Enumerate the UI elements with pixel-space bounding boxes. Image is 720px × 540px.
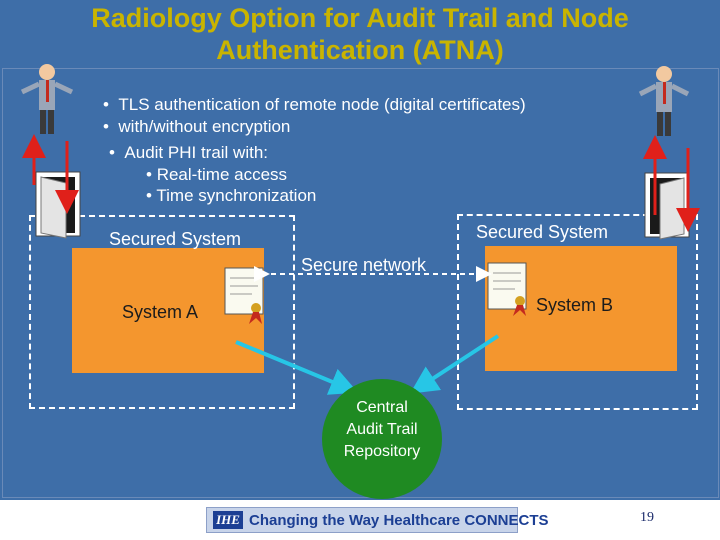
page-number: 19 — [640, 510, 654, 525]
left-certificate-icon — [224, 267, 264, 324]
bullet-2-text: with/without encryption — [118, 117, 291, 136]
bullet-1: • TLS authentication of remote node (dig… — [103, 95, 526, 114]
system-a-audit-connector — [235, 340, 359, 395]
title-line-1: Radiology Option for Audit Trail and Nod… — [91, 3, 629, 33]
left-secured-label: Secured System — [109, 229, 242, 249]
bullet-1-text: TLS authentication of remote node (digit… — [118, 95, 526, 114]
audit-repository-node — [322, 379, 442, 499]
system-a-label: System A — [122, 302, 199, 322]
left-secured-boundary — [29, 215, 295, 409]
right-secured-label: Secured System — [476, 222, 609, 242]
system-b-audit-connector — [409, 334, 500, 394]
bullet-3: • Audit PHI trail with: — [109, 143, 269, 162]
repo-line-3: Repository — [343, 443, 421, 460]
right-certificate-icon — [487, 262, 527, 316]
title-line-2: Authentication (ATNA) — [216, 35, 504, 65]
bullet-2: • with/without encryption — [103, 117, 291, 136]
right-secured-boundary — [457, 214, 698, 410]
sub-bullet-1: • Real-time access — [146, 165, 288, 184]
ihe-logo: IHE — [213, 511, 243, 529]
right-person-icon — [638, 66, 690, 136]
left-door-icon — [35, 171, 81, 239]
sub-bullet-2-text: Time synchronization — [156, 186, 317, 205]
right-door-icon — [644, 172, 690, 240]
repo-line-1: Central — [356, 399, 408, 416]
repo-line-2: Audit Trail — [346, 421, 418, 438]
footer-banner: IHE Changing the Way Healthcare CONNECTS — [206, 507, 549, 533]
bullet-3-text: Audit PHI trail with: — [124, 143, 269, 162]
audit-repository-label: Central Audit Trail Repository — [322, 397, 442, 463]
system-b-label: System B — [536, 295, 614, 315]
sub-bullet-2: • Time synchronization — [146, 186, 317, 205]
sub-bullet-1-text: Real-time access — [156, 165, 288, 184]
left-person-icon — [20, 64, 74, 134]
footer-tagline: Changing the Way Healthcare CONNECTS — [249, 512, 549, 529]
